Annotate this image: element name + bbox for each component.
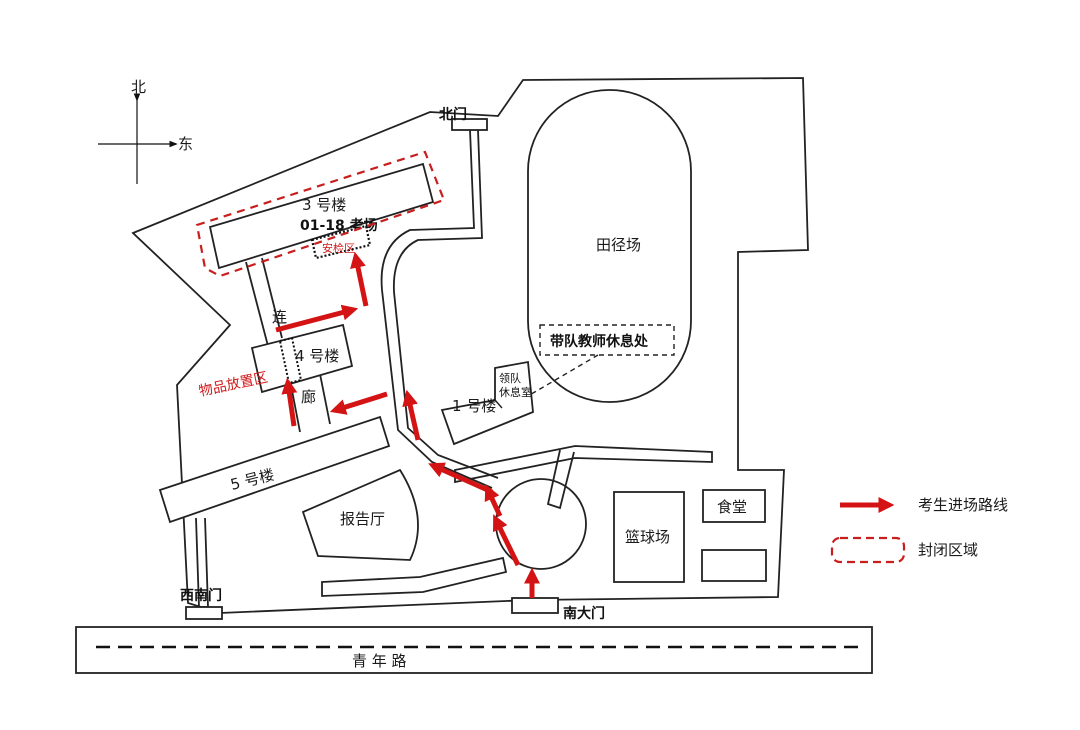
road-label: 青 年 路 [352, 652, 407, 670]
route-arrow-9 [350, 251, 369, 307]
teacher-rest-area [539, 324, 675, 356]
entry-route [275, 251, 541, 598]
building-3 [208, 162, 435, 270]
item-storage-label: 物品放置区 [198, 370, 270, 400]
legend-route-label: 考生进场路线 [918, 496, 1008, 514]
qingnian-road: 青 年 路 [75, 626, 873, 674]
closed-area [195, 150, 446, 278]
route-arrow-6 [329, 391, 388, 415]
building-3-label: 3 号楼 [302, 196, 346, 214]
legend-closed-swatch [830, 536, 906, 564]
canteen-label: 食堂 [717, 498, 747, 516]
north-gate [451, 118, 488, 131]
roundabout [495, 478, 587, 570]
building-1-label: 1 号楼 [452, 397, 496, 415]
compass: 北 东 [98, 78, 193, 184]
path-north-gate [380, 129, 493, 489]
north-label: 北 [131, 78, 146, 96]
legend-closed-label: 封闭区域 [918, 541, 978, 559]
north-gate-label: 北门 [439, 106, 467, 123]
corridor-label-1: 连 [272, 308, 287, 326]
route-arrow-5 [402, 389, 421, 441]
corridor: 连 廊 [245, 257, 331, 433]
canteen-annex [701, 549, 767, 582]
basketball-court [613, 491, 685, 583]
route-arrow-2 [493, 514, 521, 567]
route-arrow-7 [281, 377, 298, 427]
teacher-rest-pointer [527, 354, 599, 397]
field-label: 田径场 [596, 236, 641, 254]
building-4-label: 4 号楼 [295, 347, 339, 365]
southwest-gate-label: 西南门 [180, 587, 222, 604]
canteen [702, 489, 766, 523]
southwest-gate [185, 606, 223, 620]
report-hall-label: 报告厅 [340, 510, 385, 528]
teacher-rest-label: 带队教师休息处 [550, 333, 649, 350]
path-lower-road [321, 556, 508, 597]
route-arrow-8 [275, 304, 359, 333]
lounge-label-2: 休息室 [499, 385, 532, 399]
route-arrow-3 [484, 484, 503, 518]
path-north-gate-inner [393, 129, 499, 479]
security-zone-label: 安检区 [322, 241, 355, 255]
security-zone [310, 224, 372, 260]
building-5 [158, 415, 391, 524]
basketball-label: 篮球场 [625, 528, 670, 546]
south-gate-label: 南大门 [563, 605, 605, 622]
report-hall [301, 468, 419, 561]
path-east-road [454, 445, 713, 484]
east-label: 东 [178, 135, 193, 153]
lounge-label-1: 领队 [499, 371, 521, 385]
track-field [527, 89, 692, 403]
path-branch [546, 449, 575, 510]
item-storage-zone [278, 336, 303, 385]
route-arrow-4 [428, 462, 494, 495]
building-4 [250, 323, 354, 394]
corridor-label-2: 廊 [301, 388, 316, 406]
legend: 考生进场路线 封闭区域 [830, 496, 1008, 564]
south-gate [511, 597, 559, 614]
